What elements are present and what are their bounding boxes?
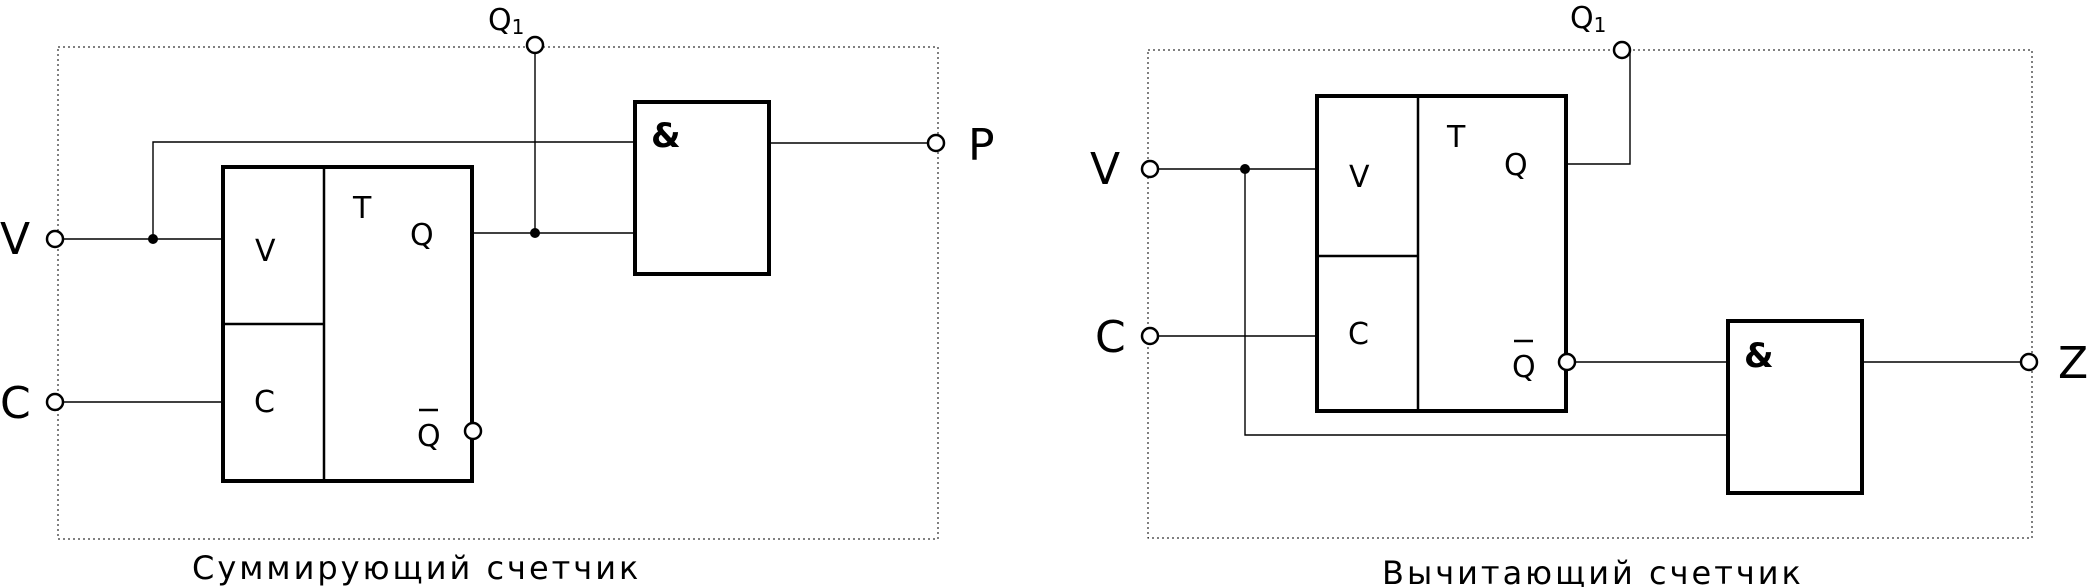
input-v-label: V [0,214,30,265]
terminal-q1 [1612,40,1632,60]
input-c-label: C [0,378,31,429]
junction-dot [1240,164,1250,174]
caption-summing: Суммирующий счетчик [192,549,641,587]
summing-counter-frame [57,46,939,540]
wire-v-to-gate [1244,169,1728,436]
q1-letter: Q [1570,1,1594,36]
caption-subtracting: Вычитающий счетчик [1382,554,1804,587]
t-trigger-block [1315,94,1568,413]
trigger-type-label: T [352,191,372,226]
junction-dot [530,228,540,238]
subtracting-counter: V C Q1 Z V C T Q Q & Вычитающий счетчик [1090,1,2088,587]
output-q1-label: Q1 [1570,1,1606,37]
pin-qbar-label: Q [417,419,441,454]
junction-dot [148,234,158,244]
pin-v-label: V [1349,160,1370,195]
q1-subscript: 1 [512,15,525,39]
input-c-label: C [1095,312,1126,363]
terminal-c [45,392,65,412]
and-gate-label: & [1744,336,1774,376]
wire-v-to-gate [152,141,635,239]
terminal-z [2019,352,2039,372]
terminal-qbar [1557,352,1577,372]
q1-subscript: 1 [1594,13,1607,37]
input-v-label: V [1090,144,1120,195]
terminal-q1 [525,35,545,55]
summing-counter: V C Q1 P V C T Q Q & Суммирующий счетчик [0,3,995,587]
pin-q-label: Q [1504,148,1528,183]
terminal-p [926,133,946,153]
terminal-v [1140,159,1160,179]
terminal-qbar [463,421,483,441]
terminal-c [1140,326,1160,346]
terminal-v [45,229,65,249]
output-p-label: P [968,120,995,171]
and-gate [633,100,771,276]
pin-c-label: C [1348,317,1369,352]
pin-q-label: Q [410,218,434,253]
output-q1-label: Q1 [488,3,524,39]
trigger-type-label: T [1446,120,1466,155]
pin-c-label: C [254,385,275,420]
wire-q1-output [1566,50,1631,165]
subtracting-counter-frame [1147,49,2033,539]
and-gate-label: & [651,116,681,156]
output-z-label: Z [2058,338,2088,389]
pin-qbar-label: Q [1512,350,1536,385]
q1-letter: Q [488,3,512,38]
pin-v-label: V [255,234,276,269]
and-gate [1726,319,1864,495]
